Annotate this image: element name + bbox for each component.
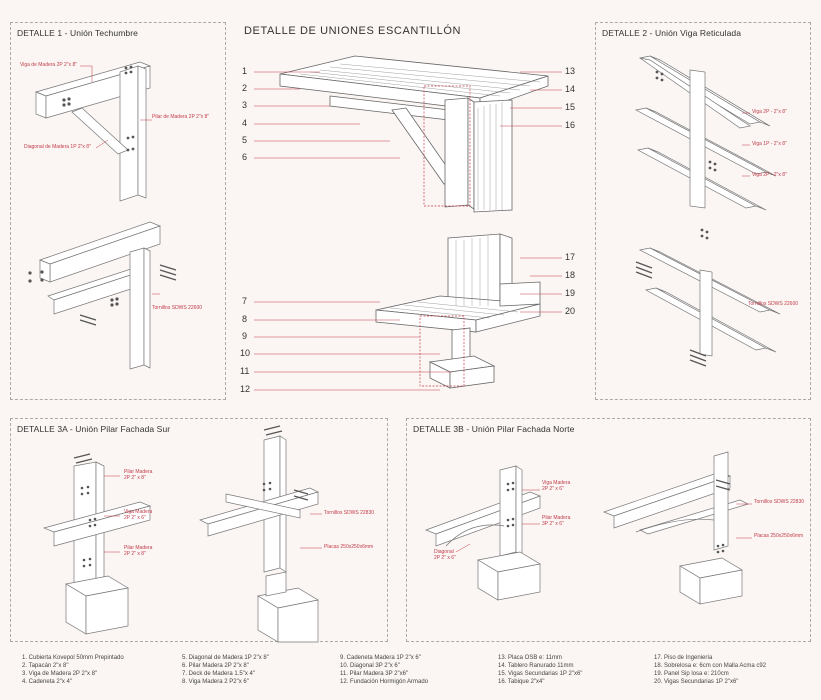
panel-title-detalle-3b: DETALLE 3B - Unión Pilar Fachada Norte	[413, 424, 575, 434]
callout-number-17: 17	[565, 252, 576, 262]
callout-number-18: 18	[565, 270, 576, 280]
callout-number-10: 10	[240, 348, 251, 358]
legend-item: 4. Cadeneta 2"x 4"	[22, 679, 72, 685]
callout-number-5: 5	[242, 135, 248, 145]
callout-number-11: 11	[240, 366, 250, 376]
legend-item: 9. Cadeneta Madera 1P 2"x 6"	[340, 655, 421, 661]
panel-title-detalle-2: DETALLE 2 - Unión Viga Reticulada	[602, 28, 742, 38]
panel-detalle-3b: DETALLE 3B - Unión Pilar Fachada Norte	[406, 418, 811, 642]
legend-item: 10. Diagonal 3P 2"x 6"	[340, 663, 400, 669]
legend-item: 13. Placa OSB e: 11mm	[498, 655, 562, 661]
panel-detalle-3a: DETALLE 3A - Unión Pilar Fachada Sur	[10, 418, 388, 642]
legend-item: 14. Tablero Ranurado 11mm	[498, 663, 574, 669]
legend-item: 6. Pilar Madera 2P 2"x 8"	[182, 663, 249, 669]
d3b-label-tornillo: Tornillos SDWS 22830	[754, 499, 805, 505]
legend-item: 8. Viga Madera 2 P2"x 6"	[182, 679, 249, 685]
d3b-label-diagonal: Diagonal 2P 2" x 6"	[434, 549, 456, 561]
d3a-label-placa: Placas 250x250x6mm	[324, 544, 374, 550]
d3a-label-tornillo: Tornillos SDWS 22830	[324, 510, 375, 516]
callout-number-6: 6	[242, 152, 248, 162]
d2-label-viga-3: Viga 2P - 2"x 8"	[752, 172, 787, 178]
callout-number-13: 13	[565, 66, 576, 76]
callout-number-7: 7	[242, 296, 248, 306]
callout-number-16: 16	[565, 120, 576, 130]
legend-item: 7. Deck de Madera 1.5"x 4"	[182, 671, 255, 677]
d2-label-tornillo: Tornillos SDWS 22600	[748, 301, 799, 307]
legend-column-2: 5. Diagonal de Madera 1P 2"x 8" 6. Pilar…	[182, 654, 269, 686]
legend-item: 18. Sobrelosa e: 6cm con Malla Acma c92	[654, 663, 767, 669]
callout-number-15: 15	[565, 102, 576, 112]
d2-label-viga-1: Viga 2P - 2"x 8"	[752, 109, 787, 115]
callout-number-1: 1	[242, 66, 248, 76]
callout-number-9: 9	[242, 331, 248, 341]
panel-detalle-2: DETALLE 2 - Unión Viga Reticulada	[595, 22, 811, 400]
d1-label-viga: Viga de Madera 2P 2"x 8"	[20, 62, 78, 68]
d3a-label-pilar-2: Pilar Madera 2P 2" x 8"	[124, 545, 153, 557]
d3a-label-pilar: Pilar Madera 2P 2" x 8"	[124, 469, 153, 481]
callout-number-4: 4	[242, 118, 248, 128]
main-title: DETALLE DE UNIONES ESCANTILLÓN	[244, 25, 462, 37]
legend-item: 1. Cubierta Kovepol 50mm Prepintado	[22, 655, 124, 661]
legend-item: 3. Viga de Madera 2P 2"x 8"	[22, 671, 98, 677]
d1-label-pilar: Pilar de Madera 2P 2"x 8"	[152, 114, 210, 120]
legend-item: 2. Tapacán 2"x 8"	[22, 663, 69, 669]
d1-label-tornillo: Tornillos SDWS 22600	[152, 305, 203, 311]
legend-column-4: 13. Placa OSB e: 11mm 14. Tablero Ranura…	[498, 654, 582, 686]
legend-column-5: 17. Piso de Ingeniería 18. Sobrelosa e: …	[654, 654, 766, 686]
legend-item: 11. Pilar Madera 3P 2"x6"	[340, 671, 409, 677]
d3a-label-viga: Viga Madera 2P 2" x 6"	[124, 509, 153, 521]
callout-number-2: 2	[242, 83, 248, 93]
callout-number-20: 20	[565, 306, 576, 316]
legend-item: 16. Tabique 2"x4"	[498, 679, 545, 685]
callout-number-12: 12	[240, 384, 251, 394]
panel-detalle-1: DETALLE 1 - Unión Techumbre	[10, 22, 226, 400]
d1-label-diagonal: Diagonal de Madera 1P 2"x 8"	[24, 144, 91, 150]
legend-item: 19. Panel Sip losa e: 210cm	[654, 671, 729, 677]
d2-label-viga-2: Viga 1P - 2"x 8"	[752, 141, 787, 147]
callout-number-3: 3	[242, 100, 248, 110]
legend-column-3: 9. Cadeneta Madera 1P 2"x 6" 10. Diagona…	[340, 654, 428, 686]
callout-number-19: 19	[565, 288, 576, 298]
panel-title-detalle-3a: DETALLE 3A - Unión Pilar Fachada Sur	[17, 424, 171, 434]
legend-item: 12. Fundación Hormigón Armado	[340, 679, 429, 685]
legend-column-1: 1. Cubierta Kovepol 50mm Prepintado 2. T…	[22, 654, 124, 686]
callout-number-8: 8	[242, 314, 248, 324]
legend-item: 17. Piso de Ingeniería	[654, 655, 713, 661]
legend-item: 5. Diagonal de Madera 1P 2"x 8"	[182, 655, 269, 661]
panel-title-detalle-1: DETALLE 1 - Unión Techumbre	[17, 28, 138, 38]
d3b-label-placa: Placas 250x250x6mm	[754, 533, 804, 539]
legend-item: 20. Vigas Secundarias 1P 2"x6"	[654, 679, 739, 685]
legend-item: 15. Vigas Secundarias 1P 2"x6"	[498, 671, 583, 677]
d3b-label-viga: Viga Madera 2P 2" x 6"	[542, 480, 571, 492]
d3b-label-pilar: Pilar Madera 3P 2" x 6"	[542, 515, 571, 527]
callout-number-14: 14	[565, 84, 576, 94]
